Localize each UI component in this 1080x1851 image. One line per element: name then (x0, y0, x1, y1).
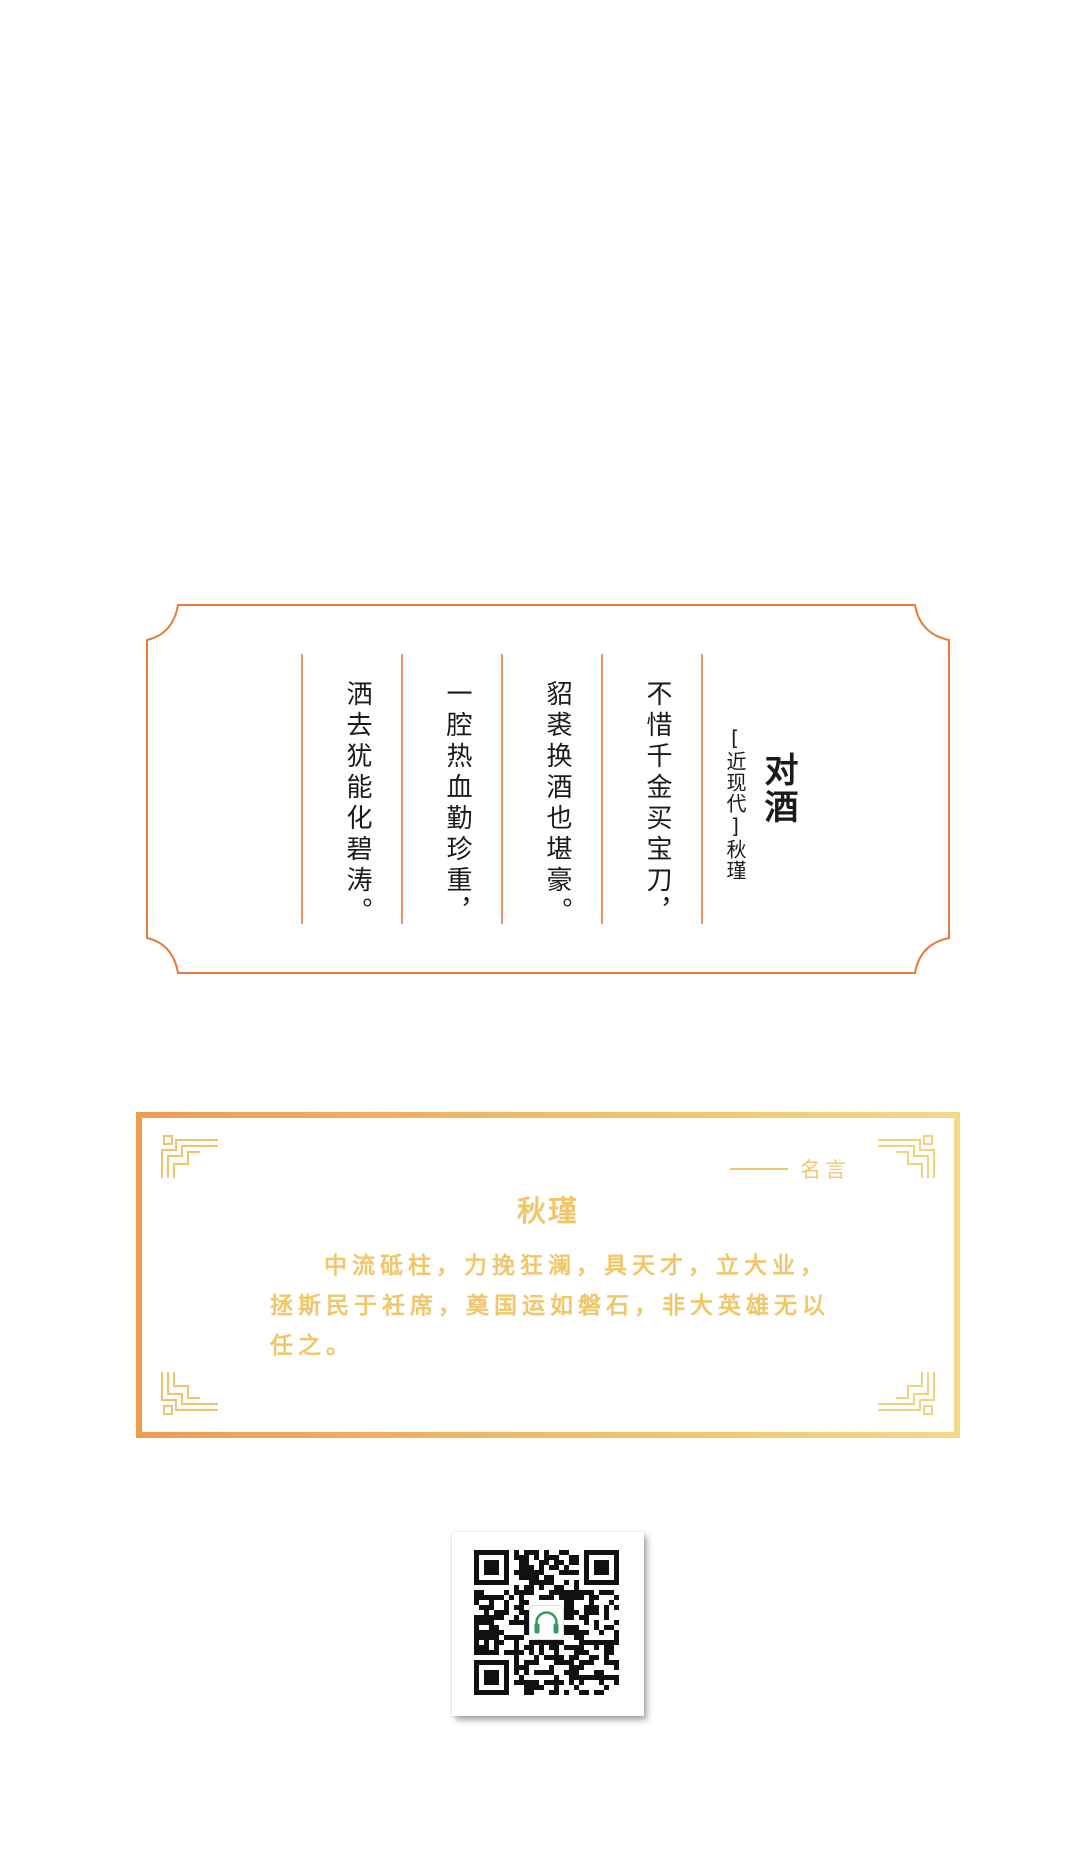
qr-code[interactable] (452, 1532, 644, 1716)
quote-text: 中流砥柱，力挽狂澜，具天才，立大业，拯斯民于衽席，奠国运如磐石，非大英雄无以任之… (270, 1253, 830, 1359)
quote-tag-label: 名言 (800, 1158, 850, 1182)
poem-line: 貂裘换酒也堪豪。 (542, 680, 572, 928)
headphones-icon (534, 1611, 559, 1634)
poem-title: 对酒 (758, 752, 798, 826)
poem-line: 不惜千金买宝刀， (642, 680, 672, 928)
fret-corner-icon (878, 1135, 935, 1178)
poem-card-frame (146, 604, 950, 974)
poem-card: 对酒 [近现代]秋瑾 不惜千金买宝刀， 貂裘换酒也堪豪。 一腔热血勤珍重， 洒去… (146, 604, 951, 974)
poem-line: 洒去犹能化碧涛。 (342, 680, 372, 928)
fret-corner-icon (161, 1372, 218, 1415)
qr-code-image (474, 1550, 619, 1695)
fret-corner-icon (878, 1372, 935, 1415)
poem-line: 一腔热血勤珍重， (442, 680, 472, 928)
fret-corner-icon (161, 1135, 218, 1178)
quote-card-frame (136, 1112, 960, 1438)
poem-author-meta: [近现代]秋瑾 (723, 726, 747, 881)
divider (730, 1168, 788, 1170)
quote-tag: 名言 (730, 1154, 850, 1184)
quote-card: 名言 秋瑾 中流砥柱，力挽狂澜，具天才，立大业，拯斯民于衽席，奠国运如磐石，非大… (136, 1112, 960, 1438)
quote-author: 秋瑾 (516, 1194, 579, 1228)
